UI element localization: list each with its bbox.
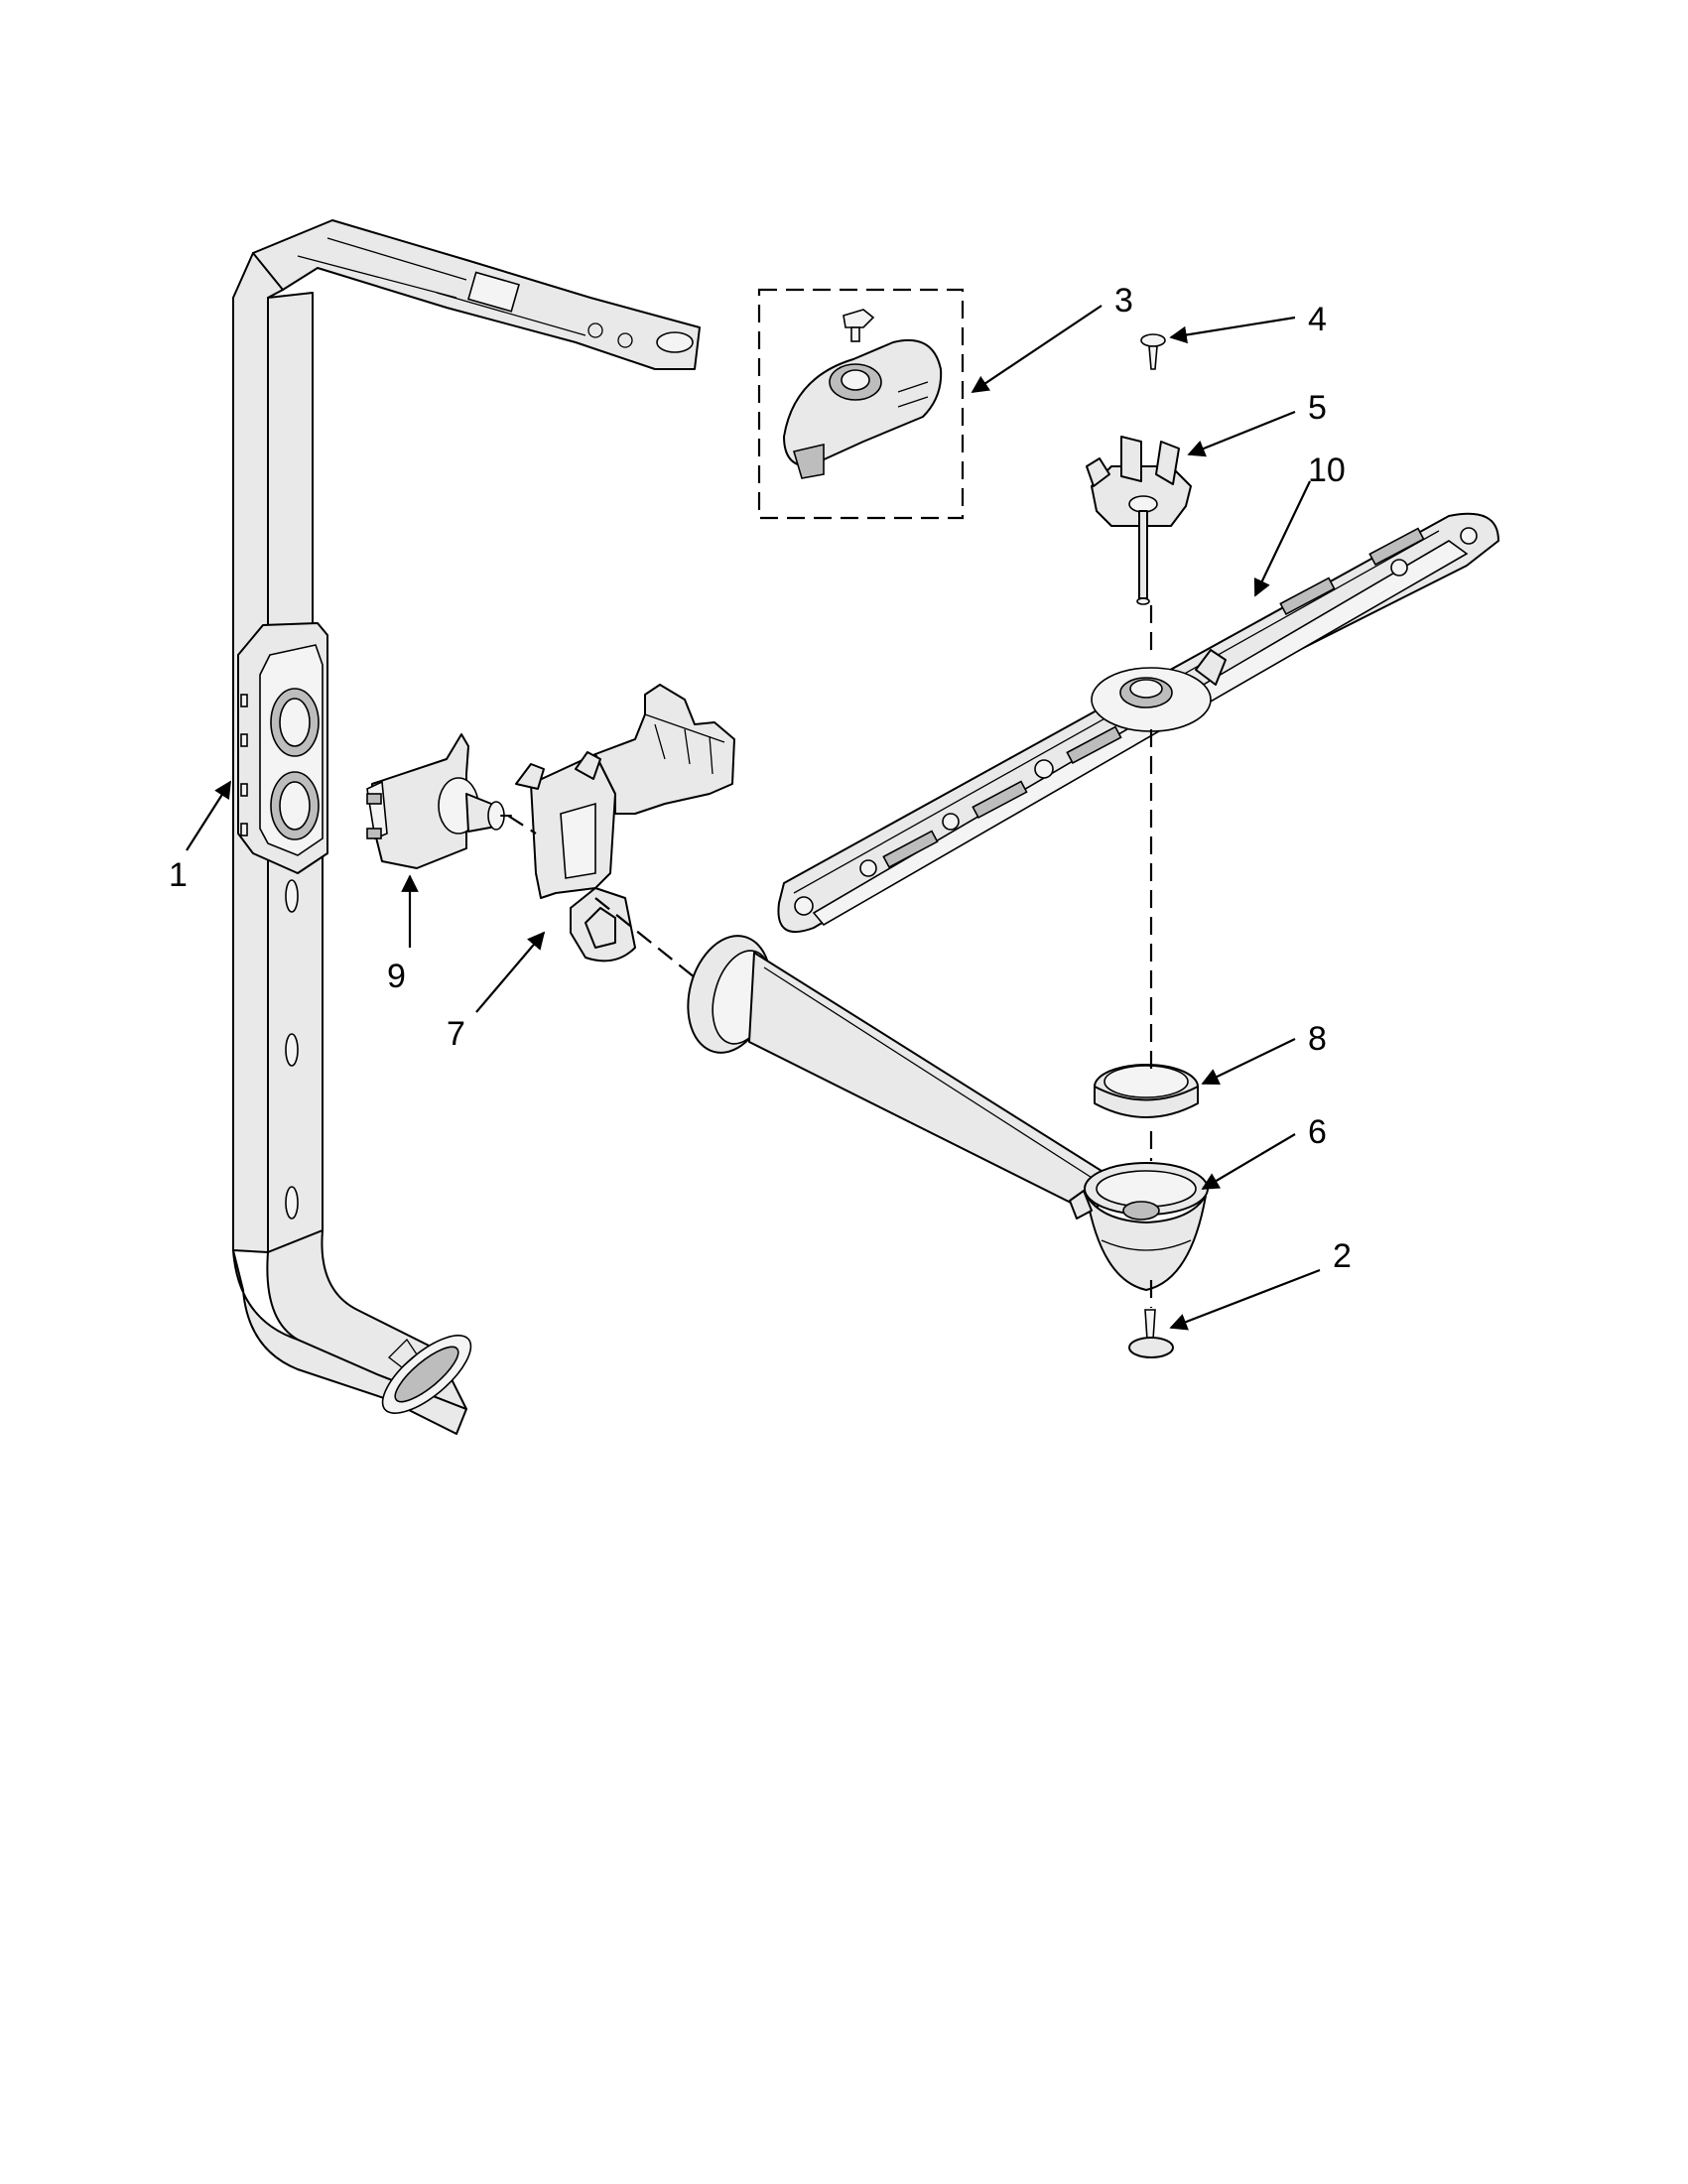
leader-lines xyxy=(186,305,1321,1331)
supply-tube-part-1 xyxy=(232,219,701,1435)
assembly-lines xyxy=(507,605,1153,1308)
spray-arm-part-10 xyxy=(777,512,1499,933)
callout-2: 2 xyxy=(1333,1237,1352,1275)
callout-7: 7 xyxy=(447,1015,465,1053)
screw-part-2 xyxy=(1128,1309,1174,1358)
callout-8: 8 xyxy=(1308,1020,1327,1058)
lower-conduit xyxy=(687,935,1103,1217)
screw-part-4 xyxy=(1140,333,1166,370)
bracket-part-7 xyxy=(515,684,735,963)
callout-6: 6 xyxy=(1308,1113,1327,1151)
seal-ring-part-8 xyxy=(1094,1064,1199,1118)
callout-10: 10 xyxy=(1308,451,1346,489)
callout-4: 4 xyxy=(1308,301,1327,338)
callout-1: 1 xyxy=(169,856,188,894)
manifold-part-6 xyxy=(1069,1162,1209,1291)
callout-5: 5 xyxy=(1308,389,1327,427)
callout-3: 3 xyxy=(1114,282,1133,320)
diverter-motor-part-9 xyxy=(366,733,512,869)
callout-9: 9 xyxy=(387,958,406,995)
retainer-part-5 xyxy=(1086,436,1192,605)
hub-assembly-part-3 xyxy=(757,288,965,520)
